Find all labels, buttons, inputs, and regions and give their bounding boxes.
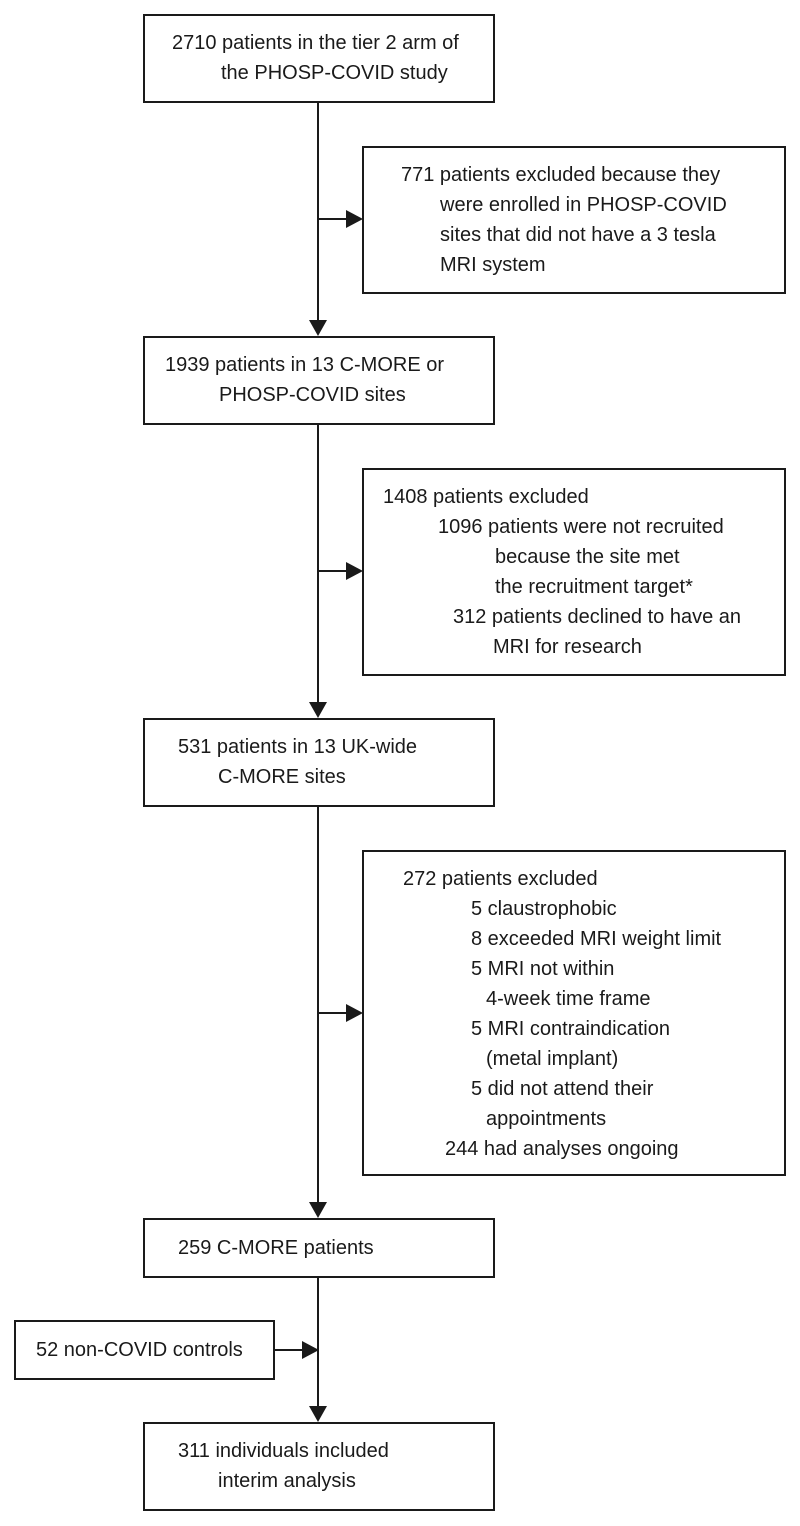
node-text-line: 4-week time frame <box>486 988 651 1010</box>
node-tier2-arm: 2710 patients in the tier 2 arm of the P… <box>143 14 495 103</box>
node-text-line: the PHOSP-COVID study <box>221 62 448 84</box>
node-text-line: 5 claustrophobic <box>471 898 617 920</box>
node-text-line: C-MORE sites <box>218 766 346 788</box>
arrowhead-down-2 <box>309 702 327 718</box>
node-text-line: sites that did not have a 3 tesla <box>440 224 716 246</box>
node-text-line: 5 MRI not within <box>471 958 615 980</box>
node-text-line: 5 MRI contraindication <box>471 1018 670 1040</box>
node-excluded-1408: 1408 patients excluded 1096 patients wer… <box>362 468 786 676</box>
arrowhead-right-controls <box>302 1341 319 1359</box>
node-text-line: interim analysis <box>218 1470 356 1492</box>
arrowhead-right-1 <box>346 210 363 228</box>
node-excluded-no-mri: 771 patients excluded because they were … <box>362 146 786 294</box>
node-text-line: 1939 patients in 13 C-MORE or <box>165 354 445 376</box>
arrowhead-down-4 <box>309 1406 327 1422</box>
node-text-line: 272 patients excluded <box>403 868 598 890</box>
node-text-line: were enrolled in PHOSP-COVID <box>440 194 727 216</box>
node-text-line: MRI for research <box>493 636 642 658</box>
arrowhead-down-1 <box>309 320 327 336</box>
node-text-line: 311 individuals included <box>178 1440 389 1462</box>
node-text-line: because the site met <box>495 546 680 568</box>
node-text-line: 8 exceeded MRI weight limit <box>471 928 722 950</box>
arrowhead-down-3 <box>309 1202 327 1218</box>
node-text-line: 5 did not attend their <box>471 1078 654 1100</box>
node-text-line: 52 non-COVID controls <box>36 1339 243 1361</box>
node-text-line: 531 patients in 13 UK-wide <box>178 736 418 758</box>
node-text-line: (metal implant) <box>486 1048 619 1070</box>
node-sites-1939: 1939 patients in 13 C-MORE or PHOSP-COVI… <box>143 336 495 425</box>
node-cmore-259: 259 C-MORE patients <box>143 1218 495 1278</box>
node-sites-531: 531 patients in 13 UK-wide C-MORE sites <box>143 718 495 807</box>
node-text-line: appointments <box>486 1108 607 1130</box>
node-text-line: 1096 patients were not recruited <box>438 516 724 538</box>
node-non-covid-controls: 52 non-COVID controls <box>14 1320 275 1380</box>
node-text-line: MRI system <box>440 254 546 276</box>
arrowhead-right-2 <box>346 562 363 580</box>
node-text-line: 2710 patients in the tier 2 arm of <box>172 32 459 54</box>
node-text-line: 1408 patients excluded <box>383 486 589 508</box>
node-text-line: 244 had analyses ongoing <box>445 1138 679 1160</box>
node-text-line: 771 patients excluded because they <box>401 164 721 186</box>
arrowhead-right-3 <box>346 1004 363 1022</box>
node-text-line: the recruitment target* <box>495 576 693 598</box>
node-text-line: 259 C-MORE patients <box>178 1237 374 1259</box>
node-included-311: 311 individuals included interim analysi… <box>143 1422 495 1511</box>
node-excluded-272: 272 patients excluded 5 claustrophobic 8… <box>362 850 786 1176</box>
node-text-line: PHOSP-COVID sites <box>219 384 406 406</box>
node-text-line: 312 patients declined to have an <box>453 606 741 628</box>
